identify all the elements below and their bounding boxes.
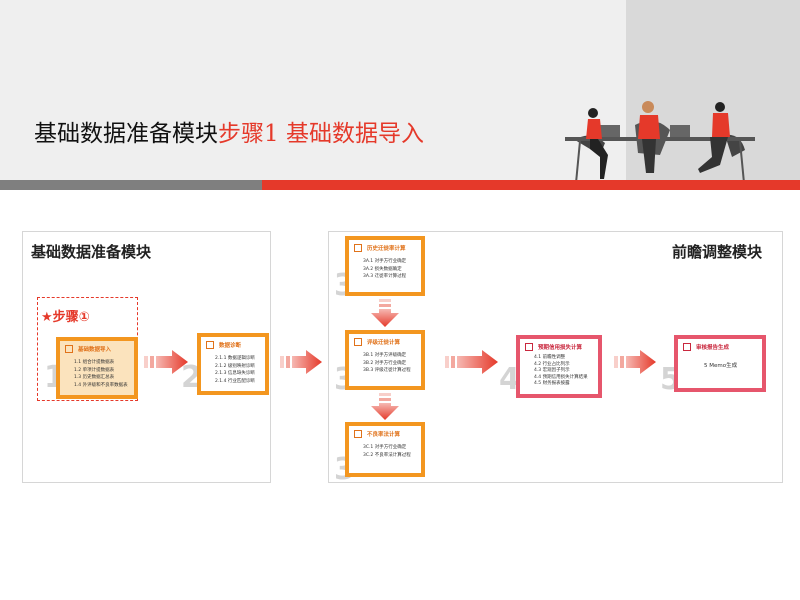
step3a-item: 3A.1 对手方行业确定 — [363, 259, 407, 264]
step2-item: 2.1.3 信息缺失诊断 — [215, 371, 255, 376]
step3c-items: 3C.1 对手方行业确定 3C.2 不良率法计算过程 — [363, 444, 411, 459]
person-center-head — [642, 101, 654, 113]
step1-items: 1.1 组合计提数据表 1.2 单项计提数据表 1.3 历史数据汇总表 1.4 … — [74, 359, 128, 389]
document-icon — [354, 430, 362, 438]
document-icon — [206, 341, 214, 349]
step3a-item: 3A.3 迁徙率计算过程 — [363, 274, 407, 279]
step3c-box[interactable]: 不良率法计算 3C.1 对手方行业确定 3C.2 不良率法计算过程 — [345, 422, 425, 477]
step2-title: 数据诊断 — [219, 343, 242, 349]
page-title: 基础数据准备模块步骤1 基础数据导入 — [34, 118, 424, 150]
step4-item: 4.2 行业占比列示 — [534, 361, 570, 367]
forward-adjust-module-title: 前瞻调整模块 — [672, 243, 763, 261]
document-icon — [525, 343, 533, 351]
step4-title: 预期信用损失计算 — [538, 345, 583, 351]
laptop-icon — [670, 125, 690, 137]
arrow-right-icon — [280, 350, 322, 374]
step5-items: 5 Memo生成 — [704, 363, 737, 371]
page-title-module: 基础数据准备模块 — [34, 121, 218, 147]
step5-item: 5 Memo生成 — [704, 363, 738, 369]
step4-items: 4.1 前瞻性调整 4.2 行业占比列示 4.3 宏观因子列示 4.4 预期信用… — [534, 355, 588, 388]
step3b-items: 3B.1 对手方评级确定 3B.2 对手方行业确定 3B.3 评级迁徙计算过程 — [363, 352, 411, 375]
step4-item: 4.5 财务报表披露 — [534, 381, 570, 386]
step4-box[interactable]: 预期信用损失计算 4.1 前瞻性调整 4.2 行业占比列示 4.3 宏观因子列示… — [516, 335, 602, 398]
step3b-title: 评级迁徙计算 — [367, 340, 401, 346]
star-icon: ★ — [41, 310, 53, 325]
basic-data-module-title: 基础数据准备模块 — [31, 243, 152, 261]
step2-items: 2.1.1 数据逻辑诊断 2.1.2 级别映射诊断 2.1.3 信息缺失诊断 2… — [215, 355, 255, 385]
step1-item: 1.4 外评级和不良率数据表 — [74, 382, 128, 388]
step1-item: 1.2 单项计提数据表 — [74, 367, 115, 373]
step3a-items: 3A.1 对手方行业确定 3A.2 损失数据确定 3A.3 迁徙率计算过程 — [363, 258, 406, 281]
person-right-head — [715, 102, 725, 112]
step3b-item: 3B.3 评级迁徙计算过程 — [363, 368, 411, 373]
step3b-item: 3B.1 对手方评级确定 — [363, 353, 407, 358]
person-left-head — [588, 108, 598, 118]
step4-item: 4.3 宏观因子列示 — [534, 368, 570, 373]
page-title-step: 步骤1 基础数据导入 — [218, 121, 424, 147]
step2-item: 2.1.1 数据逻辑诊断 — [215, 356, 255, 361]
step1-item: 1.1 组合计提数据表 — [74, 360, 115, 365]
step1-label: ★步骤① — [41, 306, 90, 325]
step5-title: 审核报告生成 — [696, 345, 730, 351]
step3a-title: 历史迁徙率计算 — [367, 246, 406, 252]
step1-title: 基础数据导入 — [78, 347, 112, 353]
laptop-icon — [600, 125, 620, 137]
step2-item: 2.1.4 行业匹配诊断 — [215, 378, 255, 384]
step2-box[interactable]: 数据诊断 2.1.1 数据逻辑诊断 2.1.2 级别映射诊断 2.1.3 信息缺… — [197, 333, 269, 395]
step2-item: 2.1.2 级别映射诊断 — [215, 363, 255, 369]
meeting-illustration — [565, 101, 755, 184]
person-left-body — [586, 119, 602, 139]
step3a-box[interactable]: 历史迁徙率计算 3A.1 对手方行业确定 3A.2 损失数据确定 3A.3 迁徙… — [345, 236, 425, 296]
step3b-item: 3B.2 对手方行业确定 — [363, 360, 407, 366]
header-divider-gray — [0, 180, 270, 190]
person-right-body — [712, 113, 730, 137]
step1-item: 1.3 历史数据汇总表 — [74, 375, 115, 380]
step1-label-text: 步骤① — [52, 310, 90, 325]
document-icon — [683, 343, 691, 351]
step3c-title: 不良率法计算 — [367, 432, 401, 438]
document-icon — [354, 338, 362, 346]
step3c-item: 3C.2 不良率法计算过程 — [363, 452, 411, 458]
document-icon — [65, 345, 73, 353]
step4-item: 4.1 前瞻性调整 — [534, 355, 566, 360]
step3c-item: 3C.1 对手方行业确定 — [363, 445, 407, 450]
person-center-body — [638, 115, 660, 139]
document-icon — [354, 244, 362, 252]
step5-box[interactable]: 审核报告生成 5 Memo生成 — [674, 335, 766, 392]
step3b-box[interactable]: 评级迁徙计算 3B.1 对手方评级确定 3B.2 对手方行业确定 3B.3 评级… — [345, 330, 425, 390]
header-divider-red — [262, 180, 800, 190]
step4-item: 4.4 预期信用损失计算结果 — [534, 374, 588, 380]
step1-box[interactable]: 基础数据导入 1.1 组合计提数据表 1.2 单项计提数据表 1.3 历史数据汇… — [56, 337, 138, 399]
step3a-item: 3A.2 损失数据确定 — [363, 266, 402, 272]
step-number-4: 4 — [499, 362, 520, 397]
